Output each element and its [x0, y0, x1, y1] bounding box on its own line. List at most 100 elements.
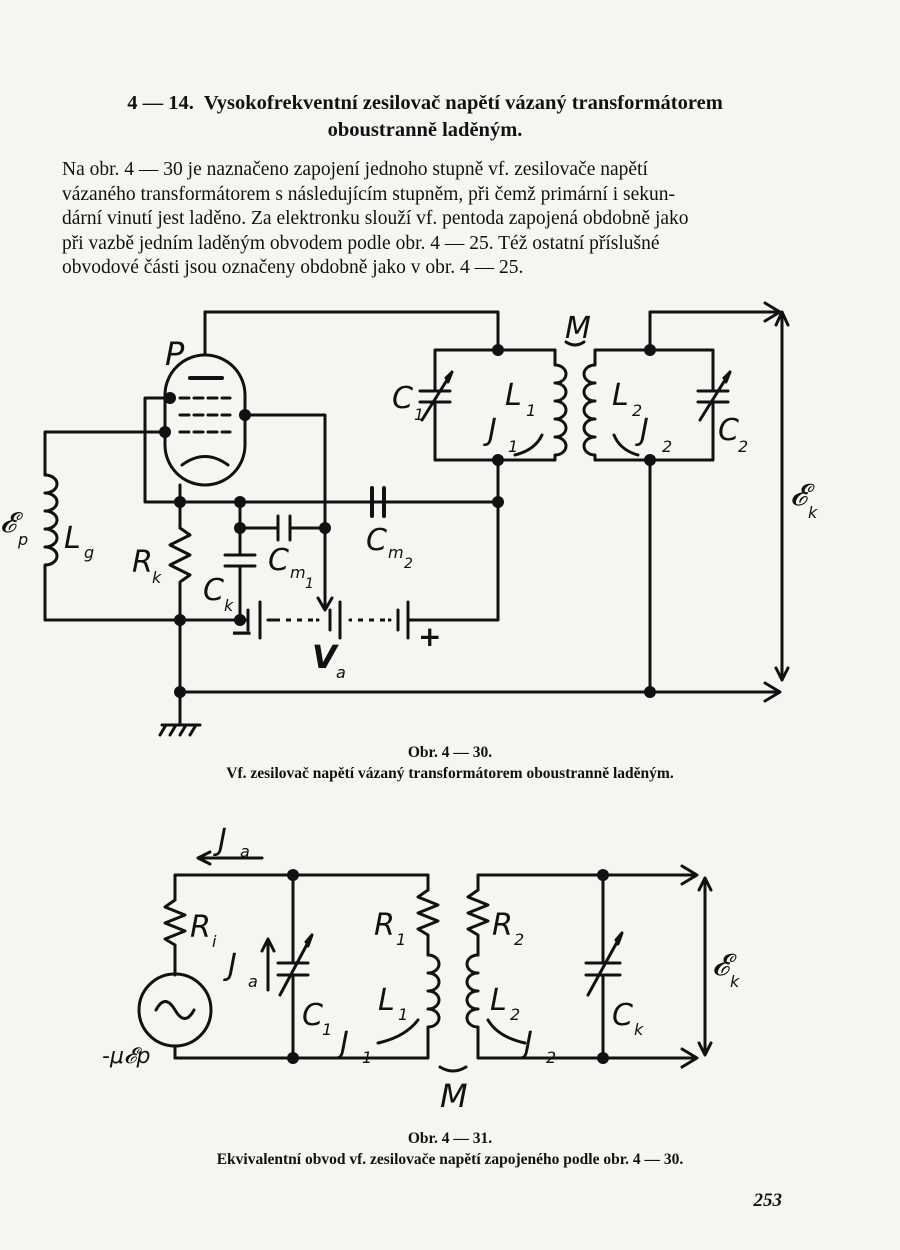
r1-resistor	[416, 888, 440, 957]
junction-dots	[287, 869, 609, 1064]
l2-coil	[582, 348, 597, 462]
grid-wire	[43, 430, 167, 477]
label-ck: C	[612, 998, 633, 1033]
label-p: P	[165, 335, 185, 373]
label-l1-sub: 1	[526, 401, 536, 420]
c1-capacitor	[276, 873, 314, 1060]
left-loop	[173, 873, 295, 1060]
label-j1-sub: 1	[362, 1048, 372, 1067]
figure-4-30-schematic: P M C 1 L 1 J 1 L 2 J 2 C 2 𝓔 k 𝓔 p L g …	[0, 301, 818, 737]
screen-wire	[143, 396, 500, 504]
label-lg-sub: g	[84, 543, 94, 562]
label-va-sub: a	[336, 663, 346, 682]
j2-arrow	[612, 433, 640, 457]
section-title-line1: Vysokofrekventní zesilovač napětí vázaný…	[203, 92, 723, 114]
ek-arrow	[774, 310, 790, 682]
ground-symbol	[158, 708, 202, 737]
label-ja-sub: a	[248, 972, 258, 991]
l1-coil	[553, 348, 568, 462]
j1-arrow	[513, 433, 544, 457]
label-ep-sub: p	[17, 530, 28, 549]
label-l2-sub: 2	[632, 401, 642, 420]
rk-resistor	[168, 513, 192, 622]
ac-symbol	[154, 1000, 196, 1020]
label-cm2-sub2: 2	[404, 556, 413, 572]
label-c1: C	[392, 381, 413, 416]
figure2-caption: Obr. 4 — 31. Ekvivalentní obvod vf. zesi…	[0, 1128, 900, 1170]
label-l2-sub: 2	[510, 1005, 520, 1024]
label-l1: L	[505, 378, 522, 413]
label-ck-sub: k	[224, 596, 234, 615]
ja-top-arrow	[196, 850, 264, 866]
c2-capacitor	[696, 370, 732, 422]
paragraph-line: obvodové části jsou označeny obdobně jak…	[62, 257, 524, 278]
output-top-arrow	[680, 864, 699, 886]
label-r2-sub: 2	[514, 930, 524, 949]
label-m: M	[440, 1077, 468, 1115]
label-rk: R	[132, 545, 153, 580]
label-cm1-sub: m	[290, 563, 306, 582]
label-cm2-sub: m	[388, 543, 404, 562]
label-ek-sub: k	[808, 503, 818, 522]
figure2-caption-number: Obr. 4 — 31.	[407, 1130, 493, 1147]
label-cm1: C	[268, 543, 289, 578]
secondary-circuit	[593, 310, 780, 694]
m-coupling-mark	[438, 1065, 468, 1073]
ek-arrow	[697, 876, 713, 1057]
label-cm2: C	[366, 523, 387, 558]
figure1-caption-number: Obr. 4 — 30.	[407, 744, 493, 761]
label-minus: −	[230, 616, 253, 649]
label-cm1-sub2: 1	[305, 576, 314, 592]
label-j1: J	[335, 1026, 349, 1061]
l1-coil	[291, 953, 441, 1060]
label-c1-sub: 1	[322, 1020, 332, 1039]
label-ck-sub: k	[634, 1020, 644, 1039]
c1-capacitor	[418, 370, 454, 422]
plate-wire	[203, 310, 500, 352]
label-r1-sub: 1	[396, 930, 406, 949]
label-j2-sub: 2	[546, 1048, 556, 1067]
label-c2-sub: 2	[738, 437, 748, 456]
paragraph-line: při vazbě jedním laděným obvodem podle o…	[62, 232, 660, 254]
primary-branch	[291, 873, 430, 892]
m-coupling-mark	[564, 340, 586, 347]
section-heading: 4 — 14. Vysokofrekventní zesilovač napětí…	[30, 90, 820, 144]
section-number: 4 — 14.	[127, 92, 194, 114]
ri-resistor	[163, 898, 187, 947]
label-source: -μ𝓔p	[102, 1044, 151, 1069]
label-ri-sub: i	[212, 932, 217, 951]
label-j2-sub: 2	[662, 437, 672, 456]
j1-arrow	[376, 1018, 420, 1045]
paragraph-line: dární vinutí jest laděno. Za elektronku …	[62, 208, 689, 229]
label-va: V	[312, 638, 339, 676]
paragraph-line: Na obr. 4 — 30 je naznačeno zapojení jed…	[62, 159, 648, 180]
label-ja-top-sub: a	[240, 842, 250, 861]
label-ek-sub: k	[730, 972, 740, 991]
figure1-caption-text: Vf. zesilovač napětí vázaný transformáto…	[226, 765, 674, 782]
ground-arrow	[763, 681, 782, 703]
figure1-caption: Obr. 4 — 30. Vf. zesilovač napětí vázaný…	[0, 742, 900, 784]
j2-arrow	[486, 1018, 527, 1045]
label-c1: C	[302, 998, 323, 1033]
body-paragraph: Na obr. 4 — 30 je naznačeno zapojení jed…	[62, 158, 784, 281]
section-title-line2: oboustranně laděným.	[327, 119, 523, 141]
figure-4-31-schematic: J a R i J a C 1 R 1 L 1 J 1 R 2 L 2 J 2 …	[102, 823, 740, 1115]
page-number: 253	[753, 1190, 783, 1211]
label-j1: J	[483, 413, 497, 448]
label-r2: R	[492, 908, 513, 943]
l2-coil	[465, 953, 697, 1060]
label-ja: J	[223, 948, 237, 983]
junction-dots	[159, 344, 656, 698]
label-ri: R	[190, 910, 211, 945]
ck-capacitor	[584, 873, 624, 1060]
label-l2: L	[490, 983, 507, 1018]
secondary-branch	[476, 873, 697, 892]
figure2-caption-text: Ekvivalentní obvod vf. zesilovače napětí…	[216, 1151, 684, 1168]
label-rk-sub: k	[152, 568, 162, 587]
label-ja-top: J	[213, 823, 227, 858]
va-tap	[316, 568, 334, 612]
label-r1: R	[374, 908, 395, 943]
label-l1: L	[378, 983, 395, 1018]
label-l2: L	[612, 378, 629, 413]
label-j1-sub: 1	[508, 437, 518, 456]
